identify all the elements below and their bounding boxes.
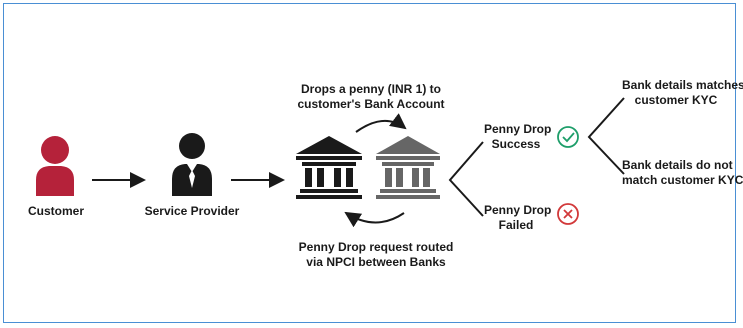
drop-description-line2: customer's Bank Account [297,97,445,111]
bank-icon [376,136,440,199]
service-provider-icon [172,133,212,196]
arrow-bank-top-curve [355,113,407,133]
request-description: Penny Drop request routed via NPCI betwe… [294,240,458,270]
drop-description-line1: Drops a penny (INR 1) to [300,82,441,96]
arrow-bank-bottom-curve [344,211,405,228]
customer-person-icon [36,136,74,196]
branch-lines-kyc [587,97,625,175]
failed-label-line2: Failed [498,218,534,232]
kyc-match-line1: Bank details matches [622,78,743,92]
request-description-line2: via NPCI between Banks [306,255,446,269]
success-label-line1: Penny Drop [484,122,552,136]
failed-label-line1: Penny Drop [484,203,552,217]
kyc-nomatch-line1: Bank details do not [622,158,733,172]
bank-icon [296,136,362,199]
customer-label: Customer [27,204,84,218]
kyc-nomatch-line2: match customer KYC [622,173,743,187]
check-circle-icon [557,126,579,148]
kyc-nomatch-label: Bank details do not match customer KYC [622,158,743,188]
branch-lines-outcome [448,141,484,217]
kyc-match-label: Bank details matches customer KYC [622,78,743,108]
success-label-line2: Success [491,137,541,151]
cross-circle-icon [557,203,579,225]
service-provider-label: Service Provider [144,204,240,218]
drop-description: Drops a penny (INR 1) to customer's Bank… [296,82,446,112]
kyc-match-line2: customer KYC [634,93,718,107]
penny-drop-success-label: Penny Drop Success [484,122,552,152]
penny-drop-failed-label: Penny Drop Failed [484,203,552,233]
request-description-line1: Penny Drop request routed [298,240,454,254]
